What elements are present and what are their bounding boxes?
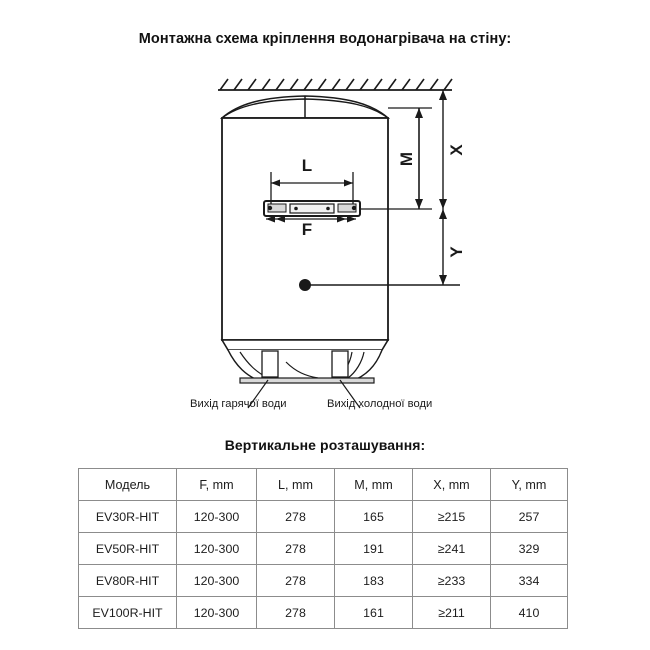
specification-table: Модель F, mm L, mm M, mm X, mm Y, mm EV3… xyxy=(78,468,568,629)
cell-y: 257 xyxy=(490,500,568,533)
dimension-label-f: F xyxy=(302,220,312,239)
cell-l: 278 xyxy=(256,564,335,597)
dimension-label-m: M xyxy=(397,152,416,166)
header-l: L, mm xyxy=(256,468,335,501)
specification-table-wrapper: Модель F, mm L, mm M, mm X, mm Y, mm EV3… xyxy=(78,468,568,629)
cell-x: ≥233 xyxy=(412,564,491,597)
mounting-diagram: L F M xyxy=(0,62,650,422)
dimension-label-y: Y xyxy=(447,246,466,258)
table-row: EV30R-HIT 120-300 278 165 ≥215 257 xyxy=(78,500,568,533)
table-row: EV100R-HIT 120-300 278 161 ≥211 410 xyxy=(78,596,568,629)
bottom-fittings xyxy=(227,349,383,409)
cell-l: 278 xyxy=(256,596,335,629)
dimension-x: X xyxy=(439,90,466,209)
dimension-label-x: X xyxy=(447,144,466,156)
wall-hatching xyxy=(218,78,453,91)
header-f: F, mm xyxy=(176,468,257,501)
reference-point-marker xyxy=(299,279,460,291)
water-heater-drawing: L F M xyxy=(218,78,466,409)
cell-y: 334 xyxy=(490,564,568,597)
page-title: Монтажна схема кріплення водонагрівача н… xyxy=(138,31,512,47)
cell-f: 120-300 xyxy=(176,564,257,597)
cell-f: 120-300 xyxy=(176,532,257,565)
header-y: Y, mm xyxy=(490,468,568,501)
callout-hot-outlet: Вихід гарячої води xyxy=(190,398,287,410)
table-row: EV80R-HIT 120-300 278 183 ≥233 334 xyxy=(78,564,568,597)
cell-m: 191 xyxy=(334,532,413,565)
cell-y: 410 xyxy=(490,596,568,629)
cell-x: ≥211 xyxy=(412,596,491,629)
hot-outlet-pipe xyxy=(261,350,279,378)
dimension-y: Y xyxy=(439,209,466,285)
cell-model: EV100R-HIT xyxy=(78,596,177,629)
reference-dot xyxy=(299,279,311,291)
callout-cold-inlet: Вихід холодної води xyxy=(327,398,433,410)
section-subtitle: Вертикальне розташування: xyxy=(224,437,426,453)
cell-l: 278 xyxy=(256,532,335,565)
table-header-row: Модель F, mm L, mm M, mm X, mm Y, mm xyxy=(78,468,568,501)
cell-model: EV30R-HIT xyxy=(78,500,177,533)
cell-x: ≥215 xyxy=(412,500,491,533)
tank-body xyxy=(219,95,391,351)
dimension-label-l: L xyxy=(302,156,312,175)
cold-inlet-pipe xyxy=(331,350,349,378)
cell-y: 329 xyxy=(490,532,568,565)
dimension-l: L xyxy=(270,156,354,204)
cell-model: EV80R-HIT xyxy=(78,564,177,597)
cell-m: 183 xyxy=(334,564,413,597)
mounting-bracket xyxy=(263,200,361,217)
cell-f: 120-300 xyxy=(176,596,257,629)
table-row: EV50R-HIT 120-300 278 191 ≥241 329 xyxy=(78,532,568,565)
dimension-m: M xyxy=(360,107,432,210)
cell-l: 278 xyxy=(256,500,335,533)
cell-f: 120-300 xyxy=(176,500,257,533)
header-x: X, mm xyxy=(412,468,491,501)
header-m: M, mm xyxy=(334,468,413,501)
dimension-f: F xyxy=(266,215,356,239)
diagram-callouts: Вихід гарячої води Вихід холодної води xyxy=(0,398,650,418)
cell-x: ≥241 xyxy=(412,532,491,565)
cell-m: 165 xyxy=(334,500,413,533)
header-model: Модель xyxy=(78,468,177,501)
cell-m: 161 xyxy=(334,596,413,629)
cell-model: EV50R-HIT xyxy=(78,532,177,565)
